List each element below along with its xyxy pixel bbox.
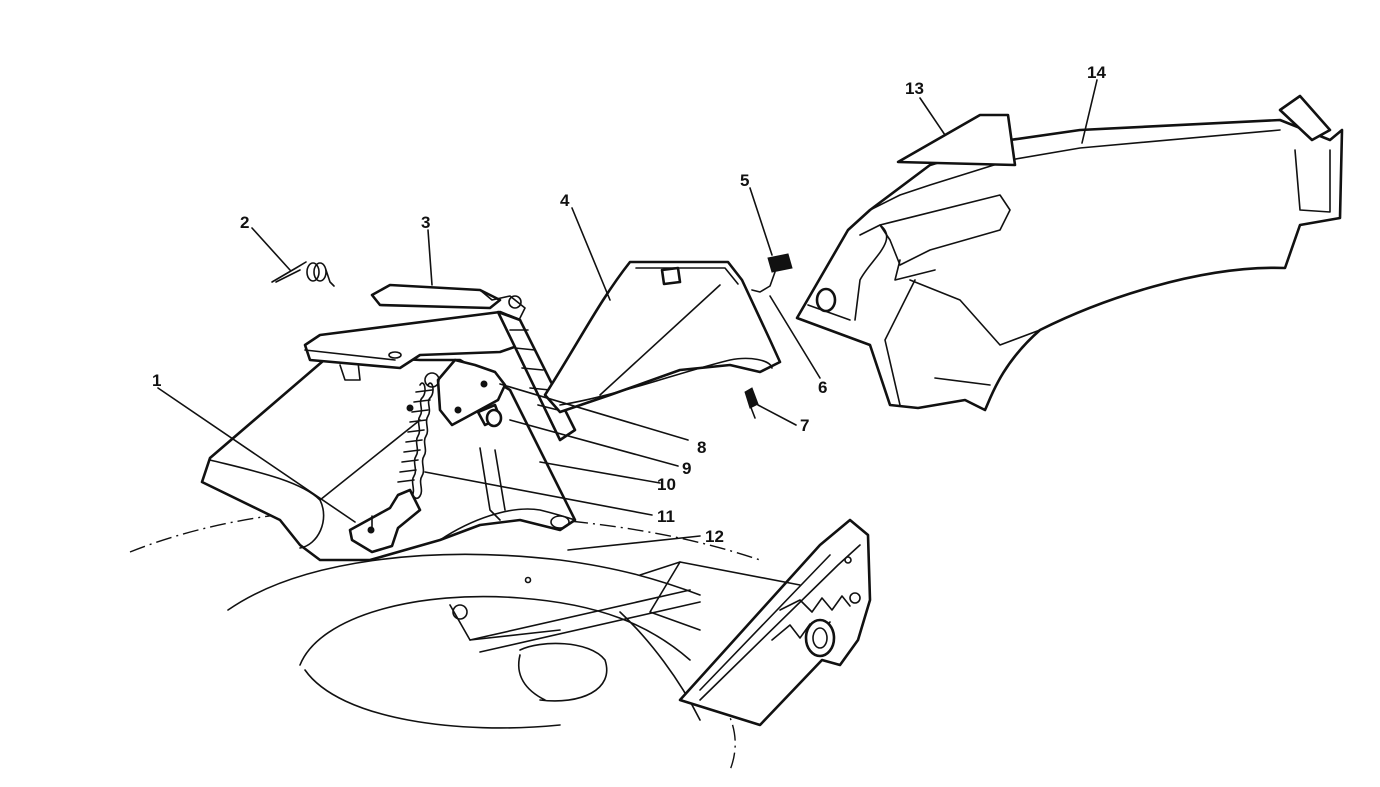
seal-strip — [896, 113, 1017, 167]
spring-anchor-bracket — [348, 488, 422, 554]
shoulder-bolt — [476, 403, 503, 428]
callout-14: 14 — [1087, 63, 1106, 82]
rear-discharge-chute — [795, 94, 1344, 412]
retainer-clip — [751, 253, 793, 293]
callout-labels: 1 2 3 4 5 6 7 8 9 10 11 12 13 14 — [152, 63, 1106, 546]
callout-13: 13 — [905, 79, 924, 98]
callout-7: 7 — [800, 416, 809, 435]
callout-11: 11 — [657, 507, 675, 526]
screw — [744, 387, 759, 419]
leader-lines — [157, 79, 1098, 551]
callout-5: 5 — [740, 171, 749, 190]
callout-6: 6 — [818, 378, 827, 397]
latch-plate — [406, 358, 507, 427]
callout-12: 12 — [705, 527, 724, 546]
callout-10: 10 — [657, 475, 676, 494]
upper-chute — [543, 260, 782, 414]
callout-2: 2 — [240, 213, 249, 232]
callout-4: 4 — [560, 191, 570, 210]
callout-3: 3 — [421, 213, 430, 232]
mower-deck-housing — [129, 506, 761, 771]
torsion-spring — [271, 261, 335, 287]
callout-1: 1 — [152, 371, 161, 390]
callout-8: 8 — [697, 438, 706, 457]
callout-9: 9 — [682, 459, 691, 478]
extension-spring — [397, 372, 440, 500]
height-adjuster-plate — [639, 518, 872, 727]
